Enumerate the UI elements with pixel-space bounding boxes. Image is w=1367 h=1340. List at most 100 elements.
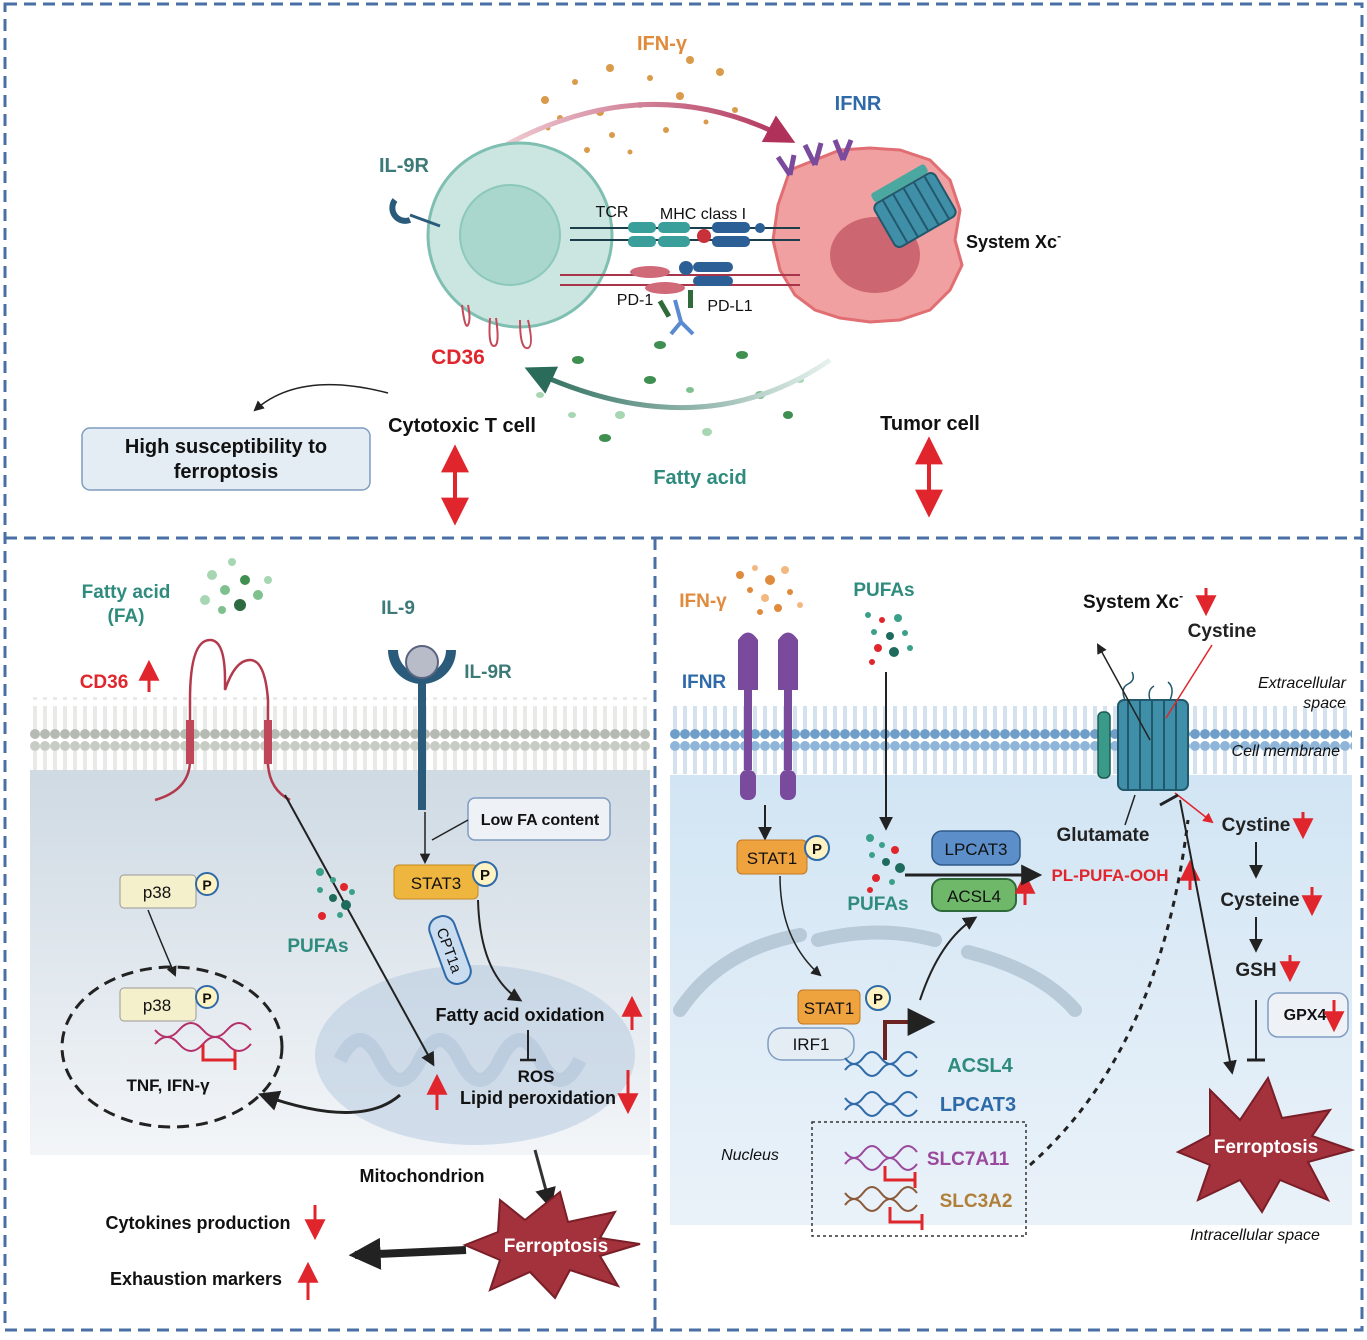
ferroptosis-star-right	[1175, 1075, 1356, 1214]
mitochondrion-label: Mitochondrion	[360, 1166, 485, 1186]
p38-label-cyto: p38	[143, 883, 171, 902]
transcription-inhibit-icon	[201, 1044, 237, 1070]
stat1-p-label: P	[812, 841, 822, 858]
susceptibility-line-2: ferroptosis	[174, 461, 278, 483]
fatty-acid-label: Fatty acid	[653, 467, 746, 489]
fa-particles	[200, 558, 272, 614]
frame-borders	[3, 2, 1364, 1332]
tcr-chain-icon	[628, 222, 656, 233]
il9r-receptor-large-icon	[388, 645, 456, 810]
top-panel: IFN-γ IFNR IL-9R CD36	[81, 33, 1061, 526]
fatty-acid-arc-arrow	[524, 357, 832, 411]
system-xc-label-right: System Xc-	[1083, 589, 1183, 613]
to-nucleus-arrow	[258, 1090, 401, 1114]
mitochondrion-icon	[315, 965, 635, 1145]
p38-nuc-phospho-icon	[195, 985, 219, 1009]
nuclear-envelope-mid	[811, 925, 942, 947]
stat1-nuc-phospho-icon	[865, 985, 891, 1011]
pdl1-icon	[679, 261, 693, 275]
cytotoxic-t-cell-label: Cytotoxic T cell	[388, 415, 536, 437]
gpx4-label: GPX4	[1284, 1007, 1327, 1024]
p38-label-nuc: p38	[143, 996, 171, 1015]
il9-label: IL-9	[381, 598, 415, 619]
p38-nuc-p-label: P	[202, 990, 211, 1006]
to-susceptibility-arrow	[253, 383, 389, 412]
fatty-acid-particles	[536, 341, 804, 442]
tumor-cell-label: Tumor cell	[880, 413, 980, 435]
intracellular-label: Intracellular space	[1190, 1227, 1320, 1244]
il9r-receptor-icon	[389, 198, 412, 224]
ifng-label-right: IFN-γ	[679, 591, 727, 612]
cysteine-label: Cysteine	[1220, 890, 1299, 911]
stat1-nuc-label: STAT1	[804, 999, 854, 1018]
dna-slc3a2-icon	[844, 1186, 918, 1212]
fatty-acid-fa-label-1: Fatty acid	[82, 582, 171, 603]
to-ferroptosis-arrow-left	[533, 1149, 556, 1210]
mhc-class-i-icon	[712, 222, 750, 233]
mhc-class-i-label: MHC class I	[660, 206, 746, 223]
ifng-particles-right	[736, 565, 803, 615]
cell-membrane-label: Cell membrane	[1232, 743, 1341, 760]
il9r-label: IL-9R	[379, 155, 430, 177]
acsl4-label: ACSL4	[947, 887, 1001, 906]
stat3-label: STAT3	[411, 874, 461, 893]
nuclear-envelope-right	[961, 945, 1082, 1017]
t-cell-nucleus	[60, 965, 284, 1129]
pufas-label-top: PUFAs	[853, 580, 914, 601]
stat3-to-fao-arrow	[477, 899, 523, 1002]
slc7a11-gene-label: SLC7A11	[927, 1149, 1010, 1170]
susceptibility-box	[81, 427, 371, 491]
tcr-label: TCR	[596, 204, 629, 221]
cystine-label: Cystine	[1222, 815, 1291, 836]
glutamate-line	[1124, 794, 1136, 826]
susceptibility-line-1: High susceptibility to	[125, 436, 327, 458]
stat1-translocate-arrow	[779, 875, 822, 977]
glutamate-label: Glutamate	[1057, 825, 1150, 846]
irf1-label: IRF1	[793, 1035, 830, 1054]
cytotoxic-t-cell	[389, 141, 614, 350]
outer-frame	[3, 2, 1364, 1332]
dna-acsl4-icon	[844, 1051, 918, 1077]
fatty-acid-oxidation-label: Fatty acid oxidation	[435, 1005, 604, 1025]
acsl4-box	[931, 878, 1017, 912]
ifnr-label: IFNR	[835, 93, 882, 115]
tumor-membrane	[670, 702, 1352, 776]
acsl4-gene-label: ACSL4	[947, 1055, 1013, 1077]
ros-label: ROS	[518, 1067, 555, 1086]
system-xc-label: System Xc-	[966, 229, 1061, 252]
ifnr-receptor-pair-icon	[738, 632, 798, 800]
slc7a11-dashed-inhibit	[1029, 819, 1190, 1167]
left-panel: Fatty acid (FA) CD36 IL-9 IL-9R Low FA c…	[30, 558, 650, 1300]
immune-synapse	[560, 222, 800, 336]
il9r-label-left: IL-9R	[464, 662, 512, 683]
pufa-particles-top	[865, 612, 913, 665]
plpufa-to-ferroptosis-arrow	[1179, 799, 1237, 1075]
ferroptosis-label-left: Ferroptosis	[504, 1236, 609, 1257]
stat3-phospho-icon	[472, 861, 498, 887]
exhaustion-markers-label: Exhaustion markers	[110, 1269, 282, 1289]
antibody-icon	[688, 290, 693, 308]
system-xc-transporter-icon	[871, 164, 957, 248]
extracellular-label-2: space	[1303, 695, 1346, 712]
ifnr-receptor-icon	[775, 139, 854, 177]
tumor-cell	[771, 139, 964, 324]
lpcat3-gene-label: LPCAT3	[940, 1094, 1016, 1116]
cd36-label-left: CD36	[80, 672, 129, 693]
low-fa-label: Low FA content	[481, 812, 600, 829]
lpcat3-label: LPCAT3	[945, 840, 1008, 859]
cystine-top-label: Cystine	[1188, 621, 1257, 642]
nucleus-label: Nucleus	[721, 1147, 779, 1164]
fatty-acid-fa-label-2: (FA)	[108, 606, 145, 627]
nuclear-envelope-left	[673, 928, 807, 1017]
transcription-start-icon	[883, 1008, 936, 1060]
pd1-label: PD-1	[617, 292, 654, 309]
stat1-label: STAT1	[747, 849, 797, 868]
p38-box-cyto	[119, 874, 197, 909]
cd36-loop-icon	[461, 304, 471, 327]
lpcat3-box	[931, 830, 1021, 866]
ifng-label: IFN-γ	[637, 33, 688, 55]
ifnr-label-right: IFNR	[682, 672, 727, 693]
cytokines-production-label: Cytokines production	[105, 1213, 290, 1233]
slc3a2-gene-label: SLC3A2	[940, 1191, 1013, 1212]
cd36-to-peroxidation-arrow	[284, 794, 435, 1067]
